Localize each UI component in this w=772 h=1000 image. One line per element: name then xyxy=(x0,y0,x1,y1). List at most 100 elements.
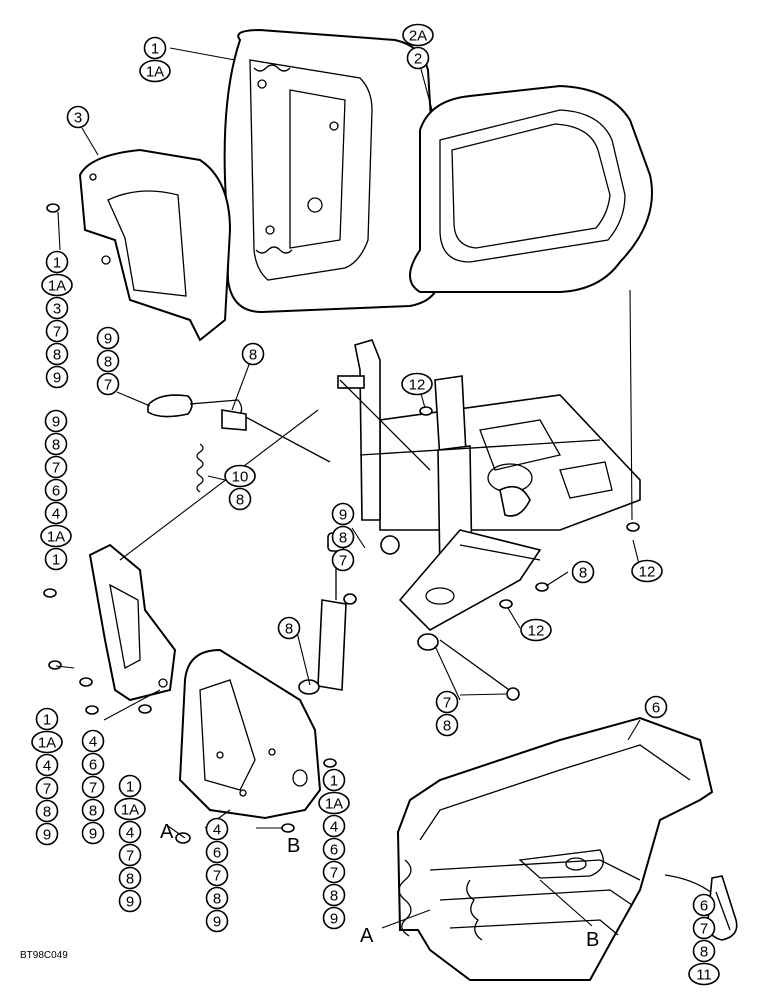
letter-b-right: B xyxy=(586,929,599,951)
callout-label: 9 xyxy=(53,370,61,387)
left-side-shield xyxy=(88,543,177,702)
callout-col-b-4: 9 xyxy=(81,821,105,845)
callout-label: 8 xyxy=(236,492,244,509)
callout-label: 7 xyxy=(89,780,97,797)
callout-col-b-0: 4 xyxy=(81,729,105,753)
callout-label: 7 xyxy=(52,460,60,477)
bellows xyxy=(396,716,714,981)
callout-label: 6 xyxy=(52,483,60,500)
callout-col-d-1: 6 xyxy=(205,840,229,864)
callout-rear-cover-screw-5: 9 xyxy=(45,365,69,389)
callout-rear-cover-0: 3 xyxy=(66,105,90,129)
callout-bellows-0: 6 xyxy=(644,695,668,719)
callout-label: 8 xyxy=(579,565,587,582)
callout-shock-bottom-0: 8 xyxy=(277,616,301,640)
callout-label: 7 xyxy=(213,868,221,885)
callout-label: 8 xyxy=(285,621,293,638)
strap xyxy=(664,874,738,941)
callout-label: 9 xyxy=(89,826,97,843)
callout-col-a-0: 1 xyxy=(35,707,59,731)
callout-col-e-5: 8 xyxy=(322,883,346,907)
callout-label: 8 xyxy=(43,804,51,821)
callout-strap-1: 7 xyxy=(692,916,716,940)
callout-cushion-0: 2A xyxy=(402,23,434,47)
callout-label: 7 xyxy=(700,921,708,938)
callout-label: 2 xyxy=(414,51,422,68)
callout-col-d-3: 8 xyxy=(205,886,229,910)
callout-col-a-5: 9 xyxy=(35,822,59,846)
callout-label: 12 xyxy=(409,377,426,394)
callout-col-c-5: 9 xyxy=(118,889,142,913)
callout-label: 1A xyxy=(121,802,139,819)
callout-label: 1 xyxy=(52,552,60,569)
callout-label: 1A xyxy=(47,529,65,546)
callout-label: 8 xyxy=(339,530,347,547)
callout-pivot-pin-1: 8 xyxy=(435,713,459,737)
callout-col-e-6: 9 xyxy=(322,906,346,930)
callout-lever-rod-0: 8 xyxy=(241,342,265,366)
callout-label: 1 xyxy=(126,779,134,796)
rear-cover xyxy=(78,148,232,342)
callout-col-c-1: 1A xyxy=(114,797,146,821)
figure-code: BT98C049 xyxy=(20,950,68,961)
callout-top-bolt-0: 12 xyxy=(401,372,433,396)
callout-label: 9 xyxy=(52,414,60,431)
callout-label: 8 xyxy=(104,354,112,371)
callout-label: 4 xyxy=(52,506,60,523)
callout-label: 1 xyxy=(330,773,338,790)
callout-label: 9 xyxy=(126,894,134,911)
callout-col-a-2: 4 xyxy=(35,753,59,777)
callout-shock-top-0: 9 xyxy=(331,502,355,526)
callout-col-d-2: 7 xyxy=(205,863,229,887)
callout-col-d-0: 4 xyxy=(205,817,229,841)
callout-col-b-1: 6 xyxy=(81,752,105,776)
callout-rear-cover-screw-0: 1 xyxy=(45,250,69,274)
callout-label: 11 xyxy=(696,967,712,984)
callout-rear-cover-screw-4: 8 xyxy=(45,342,69,366)
callout-label: 7 xyxy=(53,324,61,341)
callout-rear-cover-screw-2: 3 xyxy=(45,296,69,320)
pivot-pin xyxy=(417,633,520,701)
callout-col-c-2: 4 xyxy=(118,820,142,844)
seat-cushion xyxy=(409,84,653,293)
callout-label: 4 xyxy=(43,758,51,775)
callout-label: 4 xyxy=(330,819,338,836)
callout-lever-stack-2: 7 xyxy=(96,372,120,396)
callout-label: 8 xyxy=(52,437,60,454)
letter-b-left: B xyxy=(287,835,300,857)
callout-strap-3: 11 xyxy=(688,962,720,986)
suspension-frame xyxy=(337,339,641,631)
callout-label: 7 xyxy=(330,865,338,882)
callout-label: 12 xyxy=(528,623,545,640)
adjuster-lever xyxy=(147,394,331,463)
callout-label: 7 xyxy=(43,781,51,798)
callout-label: 1A xyxy=(325,796,343,813)
callout-label: 8 xyxy=(330,888,338,905)
callout-lever-stack-0: 9 xyxy=(96,326,120,350)
callout-label: 6 xyxy=(652,700,660,717)
callout-rear-cover-screw-1: 1A xyxy=(41,273,73,297)
callout-label: 10 xyxy=(232,469,249,486)
callout-left-stack-5: 1A xyxy=(40,524,72,548)
callout-label: 8 xyxy=(700,944,708,961)
callout-suspension-nut-0: 12 xyxy=(520,618,552,642)
callout-left-stack-2: 7 xyxy=(44,455,68,479)
callout-spring-1: 8 xyxy=(228,487,252,511)
callout-label: 4 xyxy=(89,734,97,751)
callout-col-e-2: 4 xyxy=(322,814,346,838)
callout-col-a-4: 8 xyxy=(35,799,59,823)
callout-left-stack-1: 8 xyxy=(44,432,68,456)
callout-bubbles: 11A2A2311A37899878108987641A112987812128… xyxy=(31,23,720,986)
callout-col-b-3: 8 xyxy=(81,798,105,822)
callout-col-d-4: 9 xyxy=(205,909,229,933)
callout-label: 8 xyxy=(249,347,257,364)
callout-label: 4 xyxy=(213,822,221,839)
callout-col-c-3: 7 xyxy=(118,843,142,867)
callout-label: 9 xyxy=(104,331,112,348)
callout-cushion-1: 2 xyxy=(406,46,430,70)
callout-label: 7 xyxy=(339,553,347,570)
callout-col-e-0: 1 xyxy=(322,768,346,792)
callout-label: 9 xyxy=(330,911,338,928)
callout-suspension-washer-0: 8 xyxy=(571,560,595,584)
